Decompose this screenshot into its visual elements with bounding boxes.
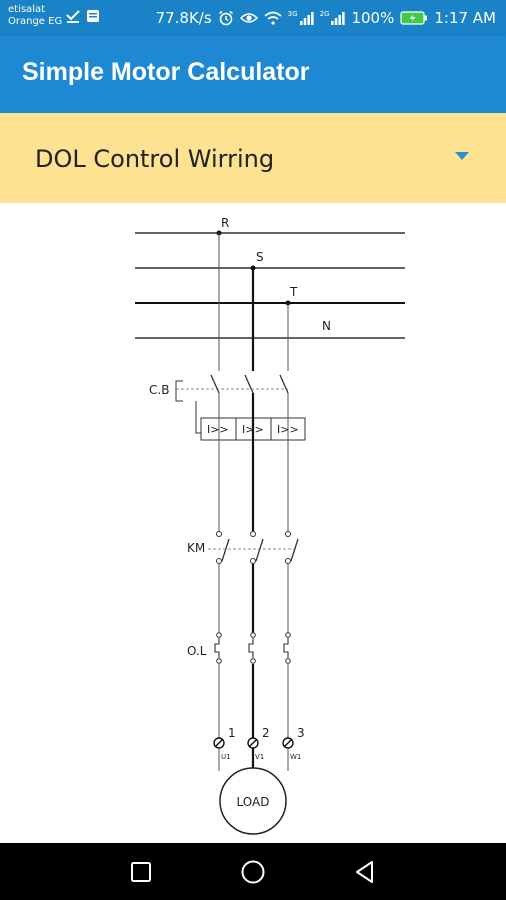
km-contact-top-2 <box>250 531 256 537</box>
carrier-info: etisalat Orange EG <box>8 4 62 28</box>
wifi-icon <box>264 11 282 25</box>
km-contact-top-3 <box>285 531 291 537</box>
cb-switch-3 <box>279 374 289 394</box>
app-bar: Simple Motor Calculator <box>0 36 506 113</box>
signal-icon-2 <box>331 12 346 25</box>
ol-element-3 <box>283 638 289 658</box>
wiring-diagram-svg: R S T N C.B I>> I>> I>> KM O.L <box>135 216 405 835</box>
diagram-selector-value: DOL Control Wirring <box>35 145 275 173</box>
download-done-icon <box>66 10 80 23</box>
ol-element-1 <box>214 638 220 658</box>
wiring-diagram: R S T N C.B I>> I>> I>> KM O.L <box>0 203 506 843</box>
cb-label: C.B <box>149 383 169 397</box>
cb-bracket <box>175 380 183 402</box>
ol-label: O.L <box>187 644 207 658</box>
label-t: T <box>289 285 298 299</box>
label-r: R <box>221 216 229 230</box>
recents-square-icon <box>131 861 151 882</box>
alarm-icon <box>218 10 233 26</box>
notification-icons <box>66 9 100 23</box>
back-triangle-icon <box>356 860 373 883</box>
terminal-name-w1: W1 <box>290 753 301 761</box>
km-contact-bottom-2 <box>250 558 256 564</box>
home-button[interactable] <box>213 843 293 900</box>
km-switch-1 <box>221 538 230 562</box>
terminal-number-2: 2 <box>262 726 270 740</box>
km-label: KM <box>187 541 205 555</box>
recents-button[interactable] <box>101 843 181 900</box>
status-right: 77.8K/s 3G 2G 100% 1:17 AM <box>156 0 496 36</box>
terminal-name-v1: V1 <box>255 753 264 761</box>
network-type-1: 3G <box>287 10 298 18</box>
load-label: LOAD <box>237 795 270 809</box>
carrier-name-1: etisalat <box>8 4 46 15</box>
diagram-selector[interactable]: DOL Control Wirring <box>0 113 506 203</box>
terminal-number-3: 3 <box>297 726 305 740</box>
load-motor <box>219 767 287 835</box>
eye-icon <box>239 13 258 23</box>
terminal-number-1: 1 <box>228 726 236 740</box>
home-circle-icon <box>241 860 265 883</box>
trip-label-1: I>> <box>207 423 229 436</box>
app-title: Simple Motor Calculator <box>22 58 310 86</box>
km-contact-bottom-1 <box>216 558 222 564</box>
status-bar: etisalat Orange EG 77.8K/s 3G 2G 100% 1:… <box>0 0 506 36</box>
battery-percent: 100% <box>351 9 395 27</box>
km-switch-2 <box>255 538 264 562</box>
signal-icon-1 <box>299 12 314 25</box>
ol-element-2 <box>248 638 254 658</box>
cb-trip-link <box>195 401 201 434</box>
navigation-bar <box>0 843 506 900</box>
network-speed: 77.8K/s <box>155 9 212 27</box>
message-icon <box>87 10 99 22</box>
clock: 1:17 AM <box>434 9 496 27</box>
network-type-2: 2G <box>319 10 330 18</box>
dropdown-arrow-icon[interactable] <box>455 152 469 160</box>
terminal-name-u1: U1 <box>221 753 231 761</box>
km-switch-3 <box>290 538 299 562</box>
label-n: N <box>322 319 331 333</box>
battery-icon <box>400 11 428 25</box>
back-button[interactable] <box>325 843 405 900</box>
km-contact-top-1 <box>216 531 222 537</box>
cb-switch-2 <box>244 374 254 394</box>
km-contact-bottom-3 <box>285 558 291 564</box>
cb-switch-1 <box>210 374 220 394</box>
carrier-name-2: Orange EG <box>8 16 63 27</box>
label-s: S <box>256 250 264 264</box>
